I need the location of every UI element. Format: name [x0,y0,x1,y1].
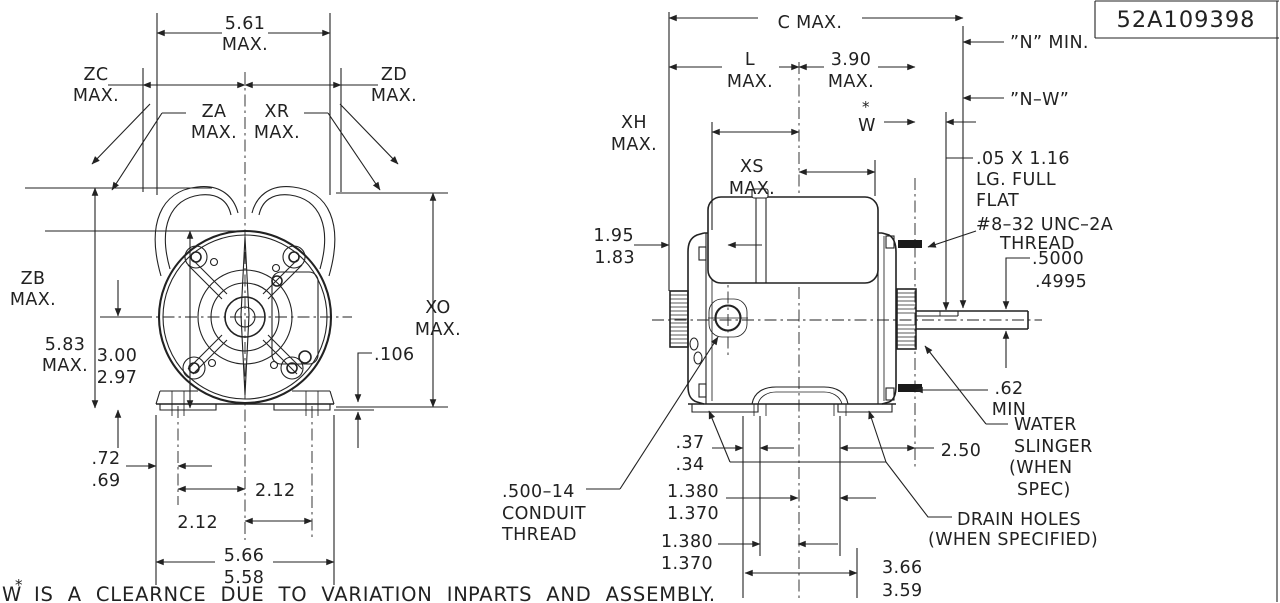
rear-hub [669,290,689,348]
dim-zc: ZC [83,65,108,85]
label-flat-2: LG. FULL [976,170,1056,190]
label-conduit-1: .500–14 [502,482,575,502]
dim-2-12-b: 2.12 [177,513,218,533]
dim-zc-max: MAX. [73,86,119,106]
note-text-2: PARTS AND ASSEMBLY. [468,583,716,603]
dim-zb: ZB [21,269,46,289]
dim-1-370-a: 1.370 [667,504,719,524]
dim-34: .34 [675,455,704,475]
mounting-base [155,390,335,540]
mounting-stud-top [898,240,922,248]
dim-xs-max: MAX. [729,179,775,199]
dim-w: W [858,116,876,136]
dim-5-58: 5.58 [224,568,265,588]
side-view: C MAX. L MAX. 3.90 MAX. XH MAX. XS MAX. … [501,12,1113,601]
part-number: 52A109398 [1117,7,1256,33]
dim-72: .72 [91,449,120,469]
dim-xr: XR [265,102,290,122]
label-drain-holes-2: (WHEN SPECIFIED) [928,530,1098,550]
motor-shell-outline [157,229,333,405]
lifting-ears [154,186,336,277]
label-water-slinger-1: WATER [1014,415,1077,435]
dim-69: .69 [91,471,120,491]
label-conduit-3: THREAD [501,525,577,545]
dim-xo-max: MAX. [415,320,461,340]
terminal-plate [271,271,319,365]
dim-1-380-b: 1.380 [661,532,713,552]
front-dimension-lines [25,13,448,585]
dim-5-66: 5.66 [224,546,265,566]
dim-xr-max: MAX. [254,123,300,143]
label-flat-3: FLAT [976,191,1019,211]
label-drain-holes-1: DRAIN HOLES [957,510,1081,530]
note-w: W [2,583,22,603]
shaft-hub [197,269,293,365]
title-block: 52A109398 [1094,0,1279,602]
dim-zd-max: MAX. [371,86,417,106]
dim-xs: XS [740,157,764,177]
dim-5-61-max: MAX. [222,35,268,55]
dim-l: L [745,50,755,70]
dim-3-66: 3.66 [882,558,923,578]
bottom-note: W * IS A CLEARNCE DUE TO VARIATION IN PA… [2,576,716,603]
dim-3-59: 3.59 [882,581,923,601]
conduit-opening [708,298,748,338]
label-thread-1: #8–32 UNC–2A [976,215,1113,235]
water-slinger [896,288,917,350]
label-thread-2: THREAD [999,234,1075,254]
dim-5-83-max: MAX. [42,356,88,376]
motor-shell-inner-line [162,234,328,400]
dim-1-380-a: 1.380 [667,482,719,502]
shaft [916,310,1029,330]
dim-62-min: MIN [992,400,1027,420]
dim-106: .106 [374,345,415,365]
side-dimension-lines [586,12,1030,598]
dim-1-95: 1.95 [593,226,634,246]
dim-za-max: MAX. [191,123,237,143]
dim-5000: .5000 [1032,249,1084,269]
dim-5-83: 5.83 [45,335,86,355]
mounting-stud-bottom [898,384,922,392]
dim-zb-max: MAX. [10,290,56,310]
dim-1-83: 1.83 [594,248,635,268]
side-mounting-feet [691,386,893,416]
dim-za: ZA [202,102,227,122]
note-text-1: IS A CLEARNCE DUE TO VARIATION IN [34,583,469,603]
dim-zd: ZD [381,65,407,85]
dim-3-90: 3.90 [831,50,872,70]
dim-3-90-max: MAX. [828,72,874,92]
thru-bolt-holes [182,245,306,380]
dim-3-00: 3.00 [97,346,138,366]
dim-l-max: MAX. [727,72,773,92]
label-water-slinger-4: SPEC) [1017,480,1071,500]
dim-xh-max: MAX. [611,135,657,155]
dim-c-max: C MAX. [778,13,843,33]
dim-xh: XH [621,113,647,133]
label-water-slinger-3: (WHEN [1009,458,1072,478]
front-view: 5.61 MAX. ZC MAX. ZD MAX. ZA MAX. XR MAX… [10,13,461,588]
dim-1-370-b: 1.370 [661,554,713,574]
dim-n-min: ”N” MIN. [1010,33,1089,53]
capacitor-cover [707,188,879,284]
dim-n-w: ”N–W” [1010,90,1069,110]
note-asterisk: * [15,576,23,594]
dim-62: .62 [994,379,1023,399]
dim-2-12-a: 2.12 [255,481,296,501]
dim-2-97: 2.97 [97,368,138,388]
dim-5-61: 5.61 [225,14,266,34]
dim-37: .37 [675,433,704,453]
dim-4995: .4995 [1035,272,1087,292]
dim-2-50: 2.50 [941,441,982,461]
label-water-slinger-2: SLINGER [1014,437,1093,457]
label-conduit-2: CONDUIT [502,504,586,524]
dim-xo: XO [425,298,450,318]
dim-w-star: * [862,98,870,116]
label-flat-1: .05 X 1.16 [976,149,1070,169]
